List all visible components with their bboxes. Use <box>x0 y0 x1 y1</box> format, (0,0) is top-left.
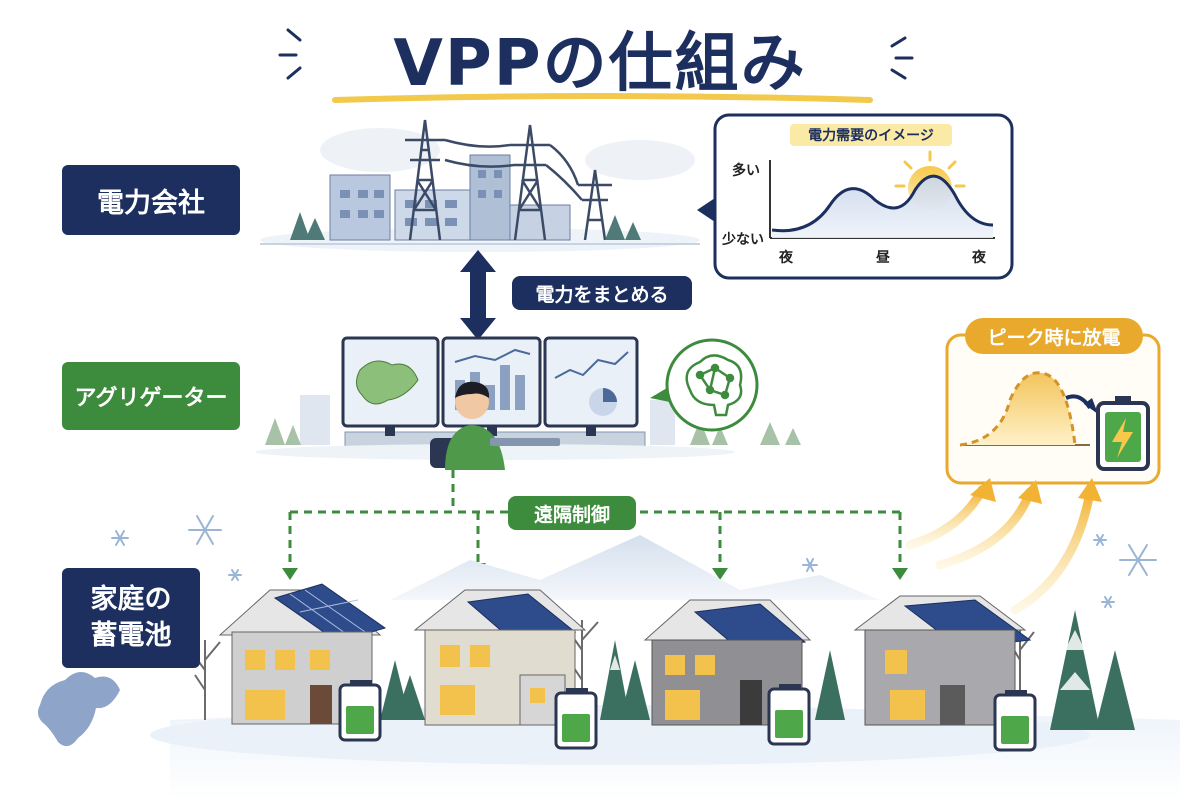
house-4 <box>853 595 1032 726</box>
y-axis-low: 少ない <box>722 232 764 248</box>
remote-control-tag: 遠隔制御 <box>508 496 636 530</box>
hokkaido-map <box>37 671 120 747</box>
home-battery-text-1: 家庭の <box>90 583 172 615</box>
house-2 <box>413 589 587 726</box>
aggregator-text: アグリゲーター <box>74 386 228 411</box>
remote-control-lines <box>288 470 902 570</box>
snowflake-icon <box>111 515 1157 608</box>
brain-network-icon <box>685 354 743 417</box>
peak-discharge-title: ピーク時に放電 <box>965 318 1143 354</box>
battery-icon <box>767 684 811 746</box>
aggregator-label: アグリゲーター <box>62 362 240 430</box>
transmission-tower-icon <box>405 119 612 241</box>
demand-chart <box>697 113 1014 280</box>
title-sparks <box>278 28 914 80</box>
power-company-label: 電力会社 <box>62 165 240 235</box>
lightning-icon <box>1112 418 1133 458</box>
battery-icon <box>1096 396 1150 471</box>
x-axis-mid: 昼 <box>876 250 890 266</box>
demand-chart-title: 電力需要のイメージ <box>790 124 952 146</box>
power-company-text: 電力会社 <box>97 187 205 219</box>
x-axis-left: 夜 <box>779 250 793 266</box>
discharge-arrows <box>905 485 1095 615</box>
aggregate-power-tag: 電力をまとめる <box>512 276 692 310</box>
house-1 <box>218 583 387 725</box>
home-battery-text-2: 蓄電池 <box>90 620 172 651</box>
battery-icon <box>554 688 598 750</box>
aggregator-scene <box>255 336 801 470</box>
home-battery-label: 家庭の 蓄電池 <box>62 568 200 668</box>
battery-icon <box>338 680 382 742</box>
power-company-scene <box>260 119 700 252</box>
peak-discharge-panel <box>945 333 1161 485</box>
houses-scene <box>37 535 1180 800</box>
double-arrow <box>460 250 496 340</box>
title-underline <box>332 93 873 103</box>
page-title: VPPの仕組み <box>393 27 807 101</box>
y-axis-high: 多い <box>732 163 760 179</box>
battery-icon <box>993 690 1037 752</box>
x-axis-right: 夜 <box>972 250 986 266</box>
